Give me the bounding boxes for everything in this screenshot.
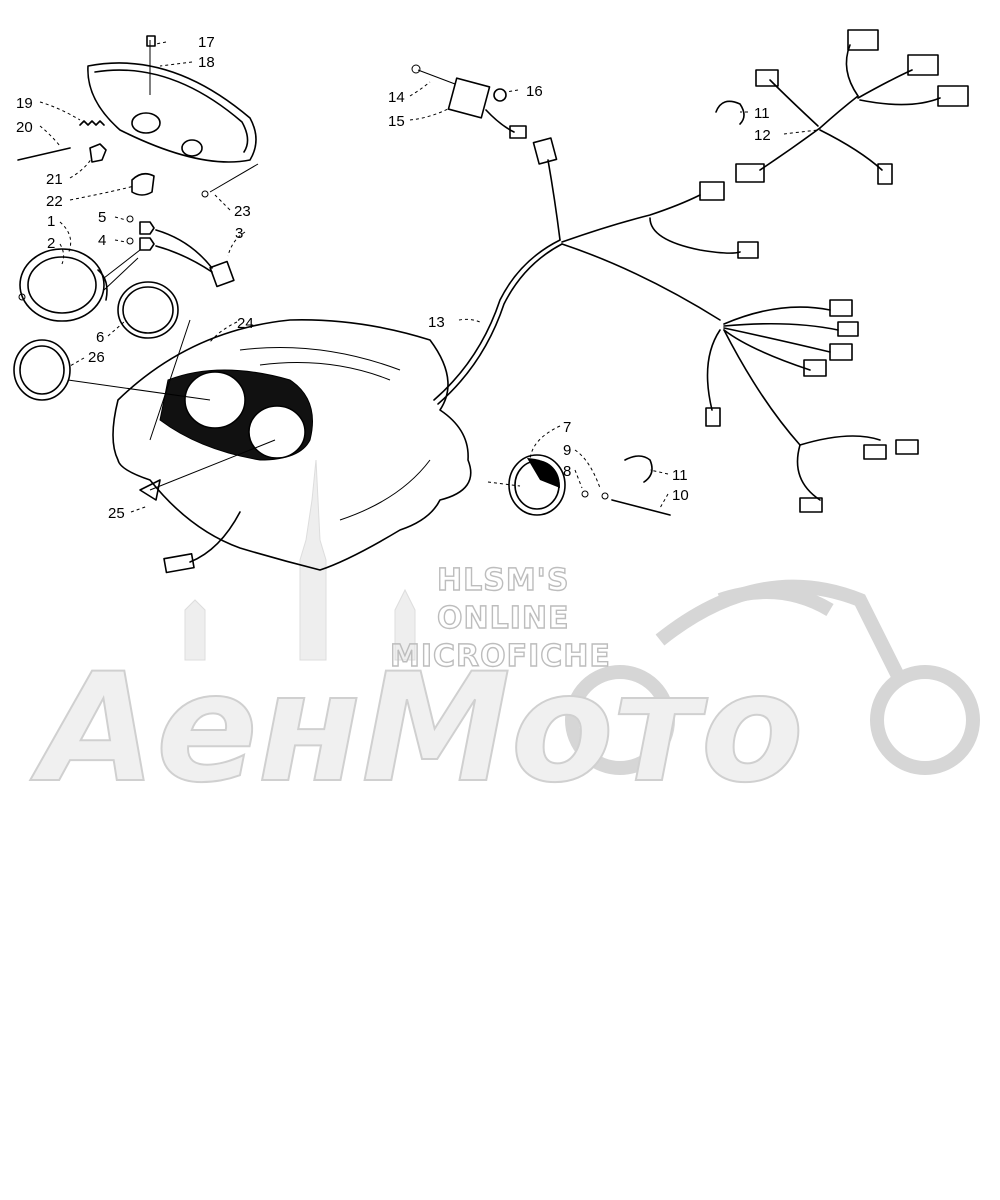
callout-5: 5	[98, 209, 106, 226]
headlight-assembly	[17, 35, 259, 198]
callout-23: 23	[234, 203, 251, 220]
watermark: АенМото HLSM'S ONLINE MICROFICHE	[29, 459, 980, 817]
callout-2: 2	[47, 235, 55, 252]
callout-13: 13	[428, 314, 445, 331]
callout-labels: 17 18 19 20 21 22 23 5 4 3 1 2 6 26 24 2…	[16, 34, 771, 522]
callout-19: 19	[16, 95, 33, 112]
callout-10: 10	[672, 487, 689, 504]
callout-4: 4	[98, 232, 106, 249]
callout-17: 17	[198, 34, 215, 51]
main-wiring-harness	[433, 137, 919, 513]
callout-18: 18	[198, 54, 215, 71]
regulator-group	[411, 64, 527, 139]
watermark-skyline	[184, 459, 416, 661]
callout-12: 12	[754, 127, 771, 144]
callout-11-bottom: 11	[672, 467, 688, 484]
callout-14: 14	[388, 89, 405, 106]
watermark-motorcycle	[565, 579, 980, 775]
callout-22: 22	[46, 193, 63, 210]
callout-24: 24	[237, 315, 254, 332]
callout-11-top: 11	[754, 105, 770, 122]
callout-leaders	[39, 41, 819, 513]
watermark-line-2: ONLINE	[437, 601, 570, 636]
callout-9: 9	[563, 442, 571, 459]
callout-8: 8	[563, 463, 571, 480]
callout-1: 1	[47, 213, 55, 230]
watermark-brand: АенМото	[30, 642, 804, 816]
callout-3: 3	[235, 225, 243, 242]
gauge-mount-group	[487, 454, 671, 516]
sub-harness	[715, 29, 969, 185]
watermark-line-1: HLSM'S	[437, 563, 569, 598]
callout-15: 15	[388, 113, 405, 130]
callout-21: 21	[46, 171, 63, 188]
callout-25: 25	[108, 505, 125, 522]
watermark-line-3: MICROFICHE	[390, 639, 611, 674]
callout-26: 26	[88, 349, 105, 366]
callout-6: 6	[96, 329, 104, 346]
speedometer-group	[13, 215, 235, 401]
callout-20: 20	[16, 119, 33, 136]
instrument-pod	[67, 319, 472, 574]
callout-7: 7	[563, 419, 571, 436]
callout-16: 16	[526, 83, 543, 100]
